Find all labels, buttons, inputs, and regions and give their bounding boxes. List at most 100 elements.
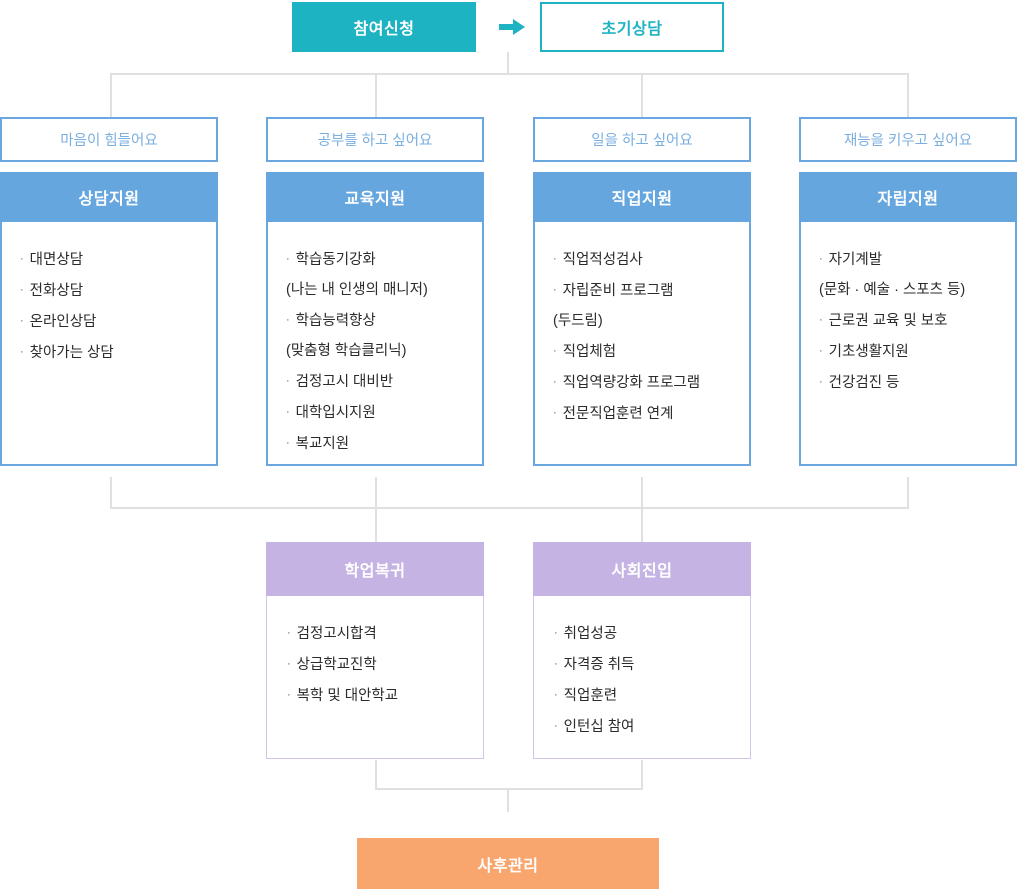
- connector-mid-down-2: [641, 507, 643, 543]
- bullet-icon: ·: [553, 407, 557, 419]
- question-box-2-label: 공부를 하고 싶어요: [317, 133, 433, 149]
- support-card-vocation-title: 직업지원: [533, 172, 751, 222]
- list-item: · 인턴십 참여: [554, 711, 750, 742]
- bullet-icon: ·: [286, 406, 290, 418]
- support-card-vocation-items: ·직업적성검사·자립준비 프로그램(두드림)·직업체험·직업역량강화 프로그램·…: [535, 222, 749, 464]
- bullet-icon: ·: [553, 253, 557, 265]
- bullet-icon: ·: [553, 345, 557, 357]
- list-item: · 직업체험: [553, 336, 749, 367]
- question-box-3[interactable]: 일을 하고 싶어요: [533, 117, 751, 162]
- list-item: · 직업적성검사: [553, 244, 749, 275]
- question-box-1-label: 마음이 힘들어요: [60, 133, 158, 149]
- list-item-label: (두드림): [553, 313, 603, 329]
- list-item-label: 찾아가는 상담: [29, 345, 114, 361]
- list-item-label: 직업훈련: [563, 688, 618, 704]
- bullet-icon: ·: [553, 284, 557, 296]
- intake-box-label: 초기상담: [601, 21, 663, 38]
- connector-mid-stub-3: [641, 477, 643, 509]
- connector-mid-down-1: [375, 507, 377, 543]
- list-item-label: 직업적성검사: [562, 252, 643, 268]
- list-item: (맞춤형 학습클리닉): [286, 336, 482, 366]
- support-card-independence-title: 자립지원: [799, 172, 1017, 222]
- entry-box-participation-application[interactable]: 참여신청: [292, 2, 476, 52]
- list-item: ·복학 및 대안학교: [287, 680, 483, 711]
- outcome-card-social-entry-items: ·취업성공·자격증 취득·직업훈련·인턴십 참여: [534, 596, 750, 758]
- list-item: · 근로권 교육 및 보호: [819, 305, 1015, 336]
- list-item: · 대학입시지원: [286, 397, 482, 428]
- list-item: ·자기계발: [819, 244, 1015, 275]
- list-item-label: 기초생활지원: [828, 344, 909, 360]
- support-card-counseling-items: ·대면상담·전화상담·온라인상담·찾아가는 상담: [2, 222, 216, 464]
- list-item-label: 학습동기강화: [295, 252, 376, 268]
- list-item-label: 복교지원: [295, 436, 350, 452]
- connector-top-stub-2: [375, 73, 377, 117]
- connector-top-stub-3: [641, 73, 643, 117]
- list-item-label: 검정고시합격: [296, 626, 377, 642]
- entry-box-label: 참여신청: [353, 21, 415, 38]
- bullet-icon: ·: [287, 627, 291, 639]
- bullet-icon: ·: [286, 314, 290, 326]
- list-item-label: 직업체험: [562, 344, 617, 360]
- list-item: · 복교지원: [286, 428, 482, 459]
- bullet-icon: ·: [553, 376, 557, 388]
- bullet-icon: ·: [287, 658, 291, 670]
- bullet-icon: ·: [554, 658, 558, 670]
- list-item-label: 검정고시 대비반: [295, 374, 394, 390]
- question-box-1[interactable]: 마음이 힘들어요: [0, 117, 218, 162]
- list-item-label: 인턴십 참여: [563, 719, 635, 735]
- question-box-4[interactable]: 재능을 키우고 싶어요: [799, 117, 1017, 162]
- bullet-icon: ·: [286, 437, 290, 449]
- connector-top-stub-1: [110, 73, 112, 117]
- connector-mid-stub-4: [907, 477, 909, 509]
- connector-top-stub-4: [907, 73, 909, 117]
- list-item-label: 건강검진 등: [828, 375, 900, 391]
- bullet-icon: ·: [20, 315, 24, 327]
- list-item: · 온라인상담: [20, 306, 216, 337]
- list-item-label: 온라인상담: [29, 314, 97, 330]
- arrow-right-icon: [492, 15, 532, 39]
- support-card-education-items: · 학습동기강화 (나는 내 인생의 매니저) ·학습능력향상(맞춤형 학습클리닉) ·…: [268, 222, 482, 464]
- bullet-icon: ·: [819, 253, 823, 265]
- list-item: · 대면상담: [20, 244, 216, 275]
- question-box-3-label: 일을 하고 싶어요: [591, 133, 693, 149]
- outcome-card-return-to-school: 학업복귀 · 검정고시합격 · 상급학교진학 ·복학 및 대안학교: [266, 542, 484, 759]
- connector-mid-stub-1: [110, 477, 112, 509]
- bullet-icon: ·: [20, 284, 24, 296]
- list-item: · 상급학교진학: [287, 649, 483, 680]
- list-item: ·학습능력향상: [286, 305, 482, 336]
- list-item: (두드림): [553, 306, 749, 336]
- list-item: (문화 · 예술 · 스포츠 등): [819, 275, 1015, 305]
- list-item-label: 전문직업훈련 연계: [562, 406, 674, 422]
- connector-top-bus: [110, 73, 909, 75]
- list-item: · 건강검진 등: [819, 367, 1015, 398]
- list-item-label: (나는 내 인생의 매니저): [286, 282, 428, 298]
- connector-mid-bus: [110, 507, 909, 509]
- bullet-icon: ·: [819, 376, 823, 388]
- bullet-icon: ·: [20, 253, 24, 265]
- bullet-icon: ·: [20, 346, 24, 358]
- intake-box-initial-counseling[interactable]: 초기상담: [540, 2, 724, 52]
- question-box-2[interactable]: 공부를 하고 싶어요: [266, 117, 484, 162]
- list-item-label: 대면상담: [29, 252, 84, 268]
- list-item: · 직업훈련: [554, 680, 750, 711]
- support-card-counseling-title: 상담지원: [0, 172, 218, 222]
- list-item: ·기초생활지원: [819, 336, 1015, 367]
- bullet-icon: ·: [554, 720, 558, 732]
- list-item: ·자격증 취득: [554, 649, 750, 680]
- outcome-card-social-entry: 사회진입 ·취업성공·자격증 취득·직업훈련·인턴십 참여: [533, 542, 751, 759]
- list-item-label: 상급학교진학: [296, 657, 377, 673]
- list-item-label: 대학입시지원: [295, 405, 376, 421]
- list-item-label: 자립준비 프로그램: [562, 283, 674, 299]
- bullet-icon: ·: [554, 627, 558, 639]
- question-box-4-label: 재능을 키우고 싶어요: [843, 133, 973, 149]
- connector-mid-stub-2: [375, 477, 377, 509]
- list-item: ·전화상담: [20, 275, 216, 306]
- bullet-icon: ·: [554, 689, 558, 701]
- bullet-icon: ·: [819, 314, 823, 326]
- outcome-card-return-to-school-title: 학업복귀: [266, 542, 484, 596]
- list-item-label: 근로권 교육 및 보호: [828, 313, 948, 329]
- list-item-label: (문화 · 예술 · 스포츠 등): [819, 282, 966, 298]
- list-item: (나는 내 인생의 매니저): [286, 275, 482, 305]
- footer-bar-aftercare[interactable]: 사후관리: [357, 838, 659, 889]
